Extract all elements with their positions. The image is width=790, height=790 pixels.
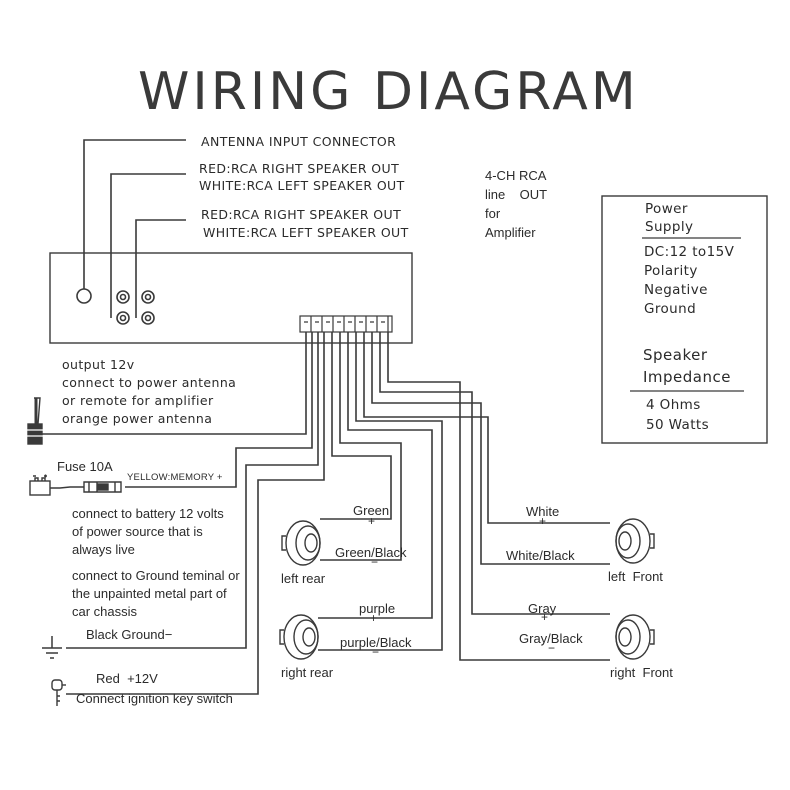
rca-jacks <box>116 290 155 325</box>
white-plus: + <box>539 514 547 528</box>
power-antenna-label: connect to power antenna <box>62 375 237 390</box>
rca-4ch-line2: line OUT <box>485 187 548 202</box>
left-rear-label: left rear <box>281 571 326 586</box>
ignition-label: Connect ignition key switch <box>76 691 233 706</box>
harness-wires <box>40 332 610 695</box>
gray-label: Gray <box>528 601 557 616</box>
battery-line3: always live <box>72 542 135 557</box>
spec-supply: Supply <box>645 219 694 235</box>
rca1-left-label: WHITE:RCA LEFT SPEAKER OUT <box>199 178 405 193</box>
head-unit-body <box>49 252 413 344</box>
red-12v-label: Red +12V <box>96 671 158 686</box>
green-black-label: Green/Black <box>335 545 407 560</box>
wire-purple <box>318 332 433 619</box>
harness-connector <box>299 315 393 333</box>
spec-box <box>601 195 768 444</box>
spec-polarity: Polarity <box>644 263 698 279</box>
remote-amplifier-label: or remote for amplifier <box>62 393 214 408</box>
wire-power-antenna <box>40 332 307 435</box>
rca1-right-label: RED:RCA RIGHT SPEAKER OUT <box>199 161 400 176</box>
speaker-right-front <box>615 614 655 660</box>
output-12v-label: output 12v <box>62 357 135 372</box>
wire-gray-black <box>387 332 610 661</box>
speaker-left-rear <box>281 520 321 566</box>
battery-line2: of power source that is <box>72 524 203 539</box>
wire-green <box>320 332 392 520</box>
page-title: WIRING DIAGRAM <box>138 62 639 122</box>
spec-power: Power <box>645 201 688 217</box>
rca2-right-label: RED:RCA RIGHT SPEAKER OUT <box>201 207 402 222</box>
gray-plus: + <box>541 610 549 624</box>
spec-dc: DC:12 to15V <box>644 244 735 260</box>
wire-white <box>363 332 610 524</box>
antenna-pointer <box>83 139 186 289</box>
battery-line1: connect to battery 12 volts <box>72 506 224 521</box>
ground-line1: connect to Ground teminal or <box>72 568 240 583</box>
rca-4ch-line1: 4-CH RCA <box>485 168 547 183</box>
wire-white-black <box>371 332 610 565</box>
yellow-memory-label: YELLOW:MEMORY + <box>127 472 223 483</box>
wire-red-ignition <box>66 332 325 695</box>
ground-line2: the unpainted metal part of <box>72 586 227 601</box>
gray-black-minus: − <box>548 641 556 655</box>
rca2-left-label: WHITE:RCA LEFT SPEAKER OUT <box>203 225 409 240</box>
spec-speaker: Speaker <box>643 346 708 364</box>
rca-4ch-line4: Amplifier <box>485 225 536 240</box>
antenna-input-label: ANTENNA INPUT CONNECTOR <box>201 134 397 149</box>
fuse-label: Fuse 10A <box>57 459 113 474</box>
wire-gray <box>379 332 610 615</box>
spec-ohms: 4 Ohms <box>646 397 701 413</box>
purple-plus: + <box>370 611 378 625</box>
wire-yellow-memory <box>125 332 313 488</box>
rca-4ch-line3: for <box>485 206 501 221</box>
power-antenna-icon <box>26 397 44 445</box>
white-label: White <box>526 504 560 519</box>
spec-negative: Negative <box>644 282 708 298</box>
green-label: Green <box>353 503 390 518</box>
speaker-left-front <box>615 518 655 564</box>
ground-symbol <box>42 636 62 659</box>
wire-purple-black <box>318 332 443 651</box>
purple-black-label: purple/Black <box>340 635 412 650</box>
rca2-pointer <box>135 219 186 318</box>
right-rear-label: right rear <box>281 665 334 680</box>
green-black-minus: − <box>371 555 379 569</box>
spec-ground: Ground <box>644 301 697 317</box>
battery-icon <box>29 474 84 496</box>
speaker-right-rear <box>279 614 319 660</box>
purple-label: purple <box>359 601 396 616</box>
right-front-label: right Front <box>610 665 673 680</box>
fuse-icon <box>83 481 122 493</box>
purple-black-minus: − <box>372 645 380 659</box>
left-front-label: left Front <box>608 569 663 584</box>
gray-black-label: Gray/Black <box>519 631 583 646</box>
ignition-key-icon <box>51 679 66 706</box>
green-plus: + <box>368 514 376 528</box>
rca1-pointer <box>110 173 186 318</box>
antenna-jack <box>76 288 92 304</box>
black-ground-label: Black Ground− <box>86 627 173 642</box>
wire-green-black <box>320 332 402 561</box>
ground-line3: car chassis <box>72 604 138 619</box>
white-black-label: White/Black <box>506 548 575 563</box>
wire-black-ground <box>66 332 319 649</box>
spec-watts: 50 Watts <box>646 417 710 433</box>
spec-impedance: Impedance <box>643 368 731 386</box>
orange-antenna-label: orange power antenna <box>62 411 213 426</box>
